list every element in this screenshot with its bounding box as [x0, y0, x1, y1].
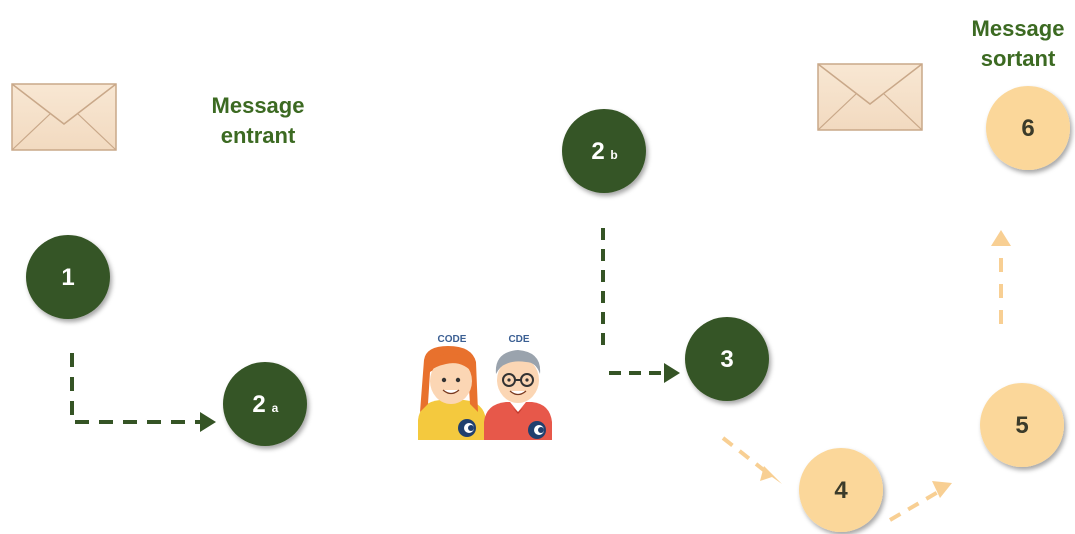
female-agent-avatar	[418, 346, 486, 440]
envelope-icon	[817, 63, 923, 131]
step-4-number: 4	[834, 477, 848, 504]
incoming-label-line2: entrant	[221, 123, 296, 148]
step-2a-subscript: a	[272, 401, 279, 415]
incoming-label-line1: Message	[212, 93, 305, 118]
connector-1-to-2a	[70, 353, 216, 432]
step-6-number: 6	[1021, 115, 1034, 142]
outgoing-label-line1: Message	[972, 16, 1065, 41]
step-1: 1	[26, 235, 110, 319]
step-2b-number: 2	[591, 138, 604, 165]
male-agent-avatar	[484, 350, 552, 440]
step-3-number: 3	[720, 346, 733, 373]
step-1-number: 1	[61, 264, 74, 291]
agent-badge-code: CODE	[438, 334, 467, 345]
step-2a: 2 a	[223, 362, 307, 446]
envelope-icon	[11, 83, 117, 151]
step-3: 3	[685, 317, 769, 401]
step-6: 6	[986, 86, 1070, 170]
step-5-number: 5	[1015, 412, 1028, 439]
connector-2b-to-3	[601, 228, 680, 383]
step-4: 4	[799, 448, 883, 532]
step-5: 5	[980, 383, 1064, 467]
outgoing-label-line2: sortant	[981, 46, 1056, 71]
step-2a-number: 2	[252, 391, 265, 418]
connector-3-to-4	[721, 436, 782, 484]
step-2b-subscript: b	[610, 148, 617, 162]
connector-5-to-6	[991, 230, 1011, 324]
step-2b: 2 b	[562, 109, 646, 193]
connector-4-to-5	[888, 481, 952, 522]
agent-badge-cde: CDE	[508, 334, 529, 345]
agents-illustration: CODE CDE	[418, 334, 552, 440]
